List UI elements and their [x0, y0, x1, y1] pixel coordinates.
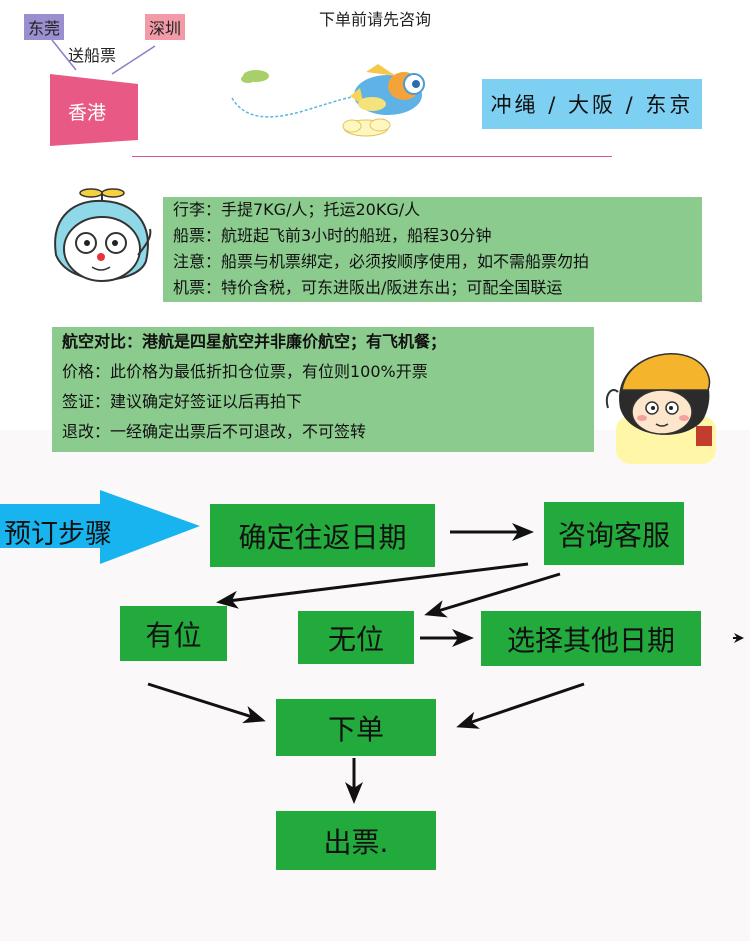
hongkong-label: 香港 — [68, 102, 107, 124]
cartoon-girl-illustration — [606, 353, 716, 464]
send-ticket-label: 送船票 — [68, 46, 117, 65]
arrow-available-to-order — [147, 682, 266, 724]
policy-info-box: 航空对比：港航是四星航空并非廉价航空；有飞机餐； 价格：此价格为最低折扣仓位票，… — [52, 327, 594, 452]
step-unavailable: 无位 — [298, 611, 414, 664]
info-line-airline-compare: 航空对比：港航是四星航空并非廉价航空；有飞机餐； — [62, 332, 447, 351]
connector-line-shenzhen — [111, 45, 156, 75]
step-available: 有位 — [120, 606, 227, 661]
bird-plane-icon — [350, 64, 425, 115]
flight-path — [231, 96, 353, 118]
info-line-notice: 注意：船票与机票绑定，必须按顺序使用，如不需船票勿拍 — [173, 252, 590, 271]
route-graphics — [50, 39, 425, 146]
destinations-text: 冲绳 / 大阪 / 东京 — [490, 93, 694, 117]
baggage-info-box: 行李：手提7KG/人；托运20KG/人 船票：航班起飞前3小时的船班，船程30分… — [163, 197, 702, 302]
info-line-visa: 签证：建议确定好签证以后再拍下 — [62, 392, 303, 411]
cartoon-cat-illustration — [54, 188, 152, 282]
section-divider — [132, 156, 612, 157]
cloud-icon-lower — [342, 118, 391, 137]
step-place-order-label: 下单 — [327, 712, 384, 746]
header-note: 下单前请先咨询 — [318, 10, 431, 29]
step-issue-ticket: 出票. — [276, 811, 436, 870]
steps-label: 预订步骤 — [4, 519, 112, 550]
step-choose-other-dates: 选择其他日期 — [481, 611, 701, 666]
arrow-choose-to-order — [456, 682, 585, 729]
arrow-consult-to-unavailable — [424, 572, 561, 618]
step-confirm-dates-label: 确定往返日期 — [238, 520, 407, 554]
info-line-ferry: 船票：航班起飞前3小时的船班，船程30分钟 — [173, 226, 492, 245]
step-confirm-dates: 确定往返日期 — [210, 504, 435, 567]
step-available-label: 有位 — [145, 618, 202, 652]
info-line-baggage: 行李：手提7KG/人；托运20KG/人 — [173, 200, 421, 219]
step-choose-other-dates-label: 选择其他日期 — [506, 623, 675, 657]
step-consult-service-label: 咨询客服 — [557, 518, 670, 552]
info-line-airfare: 机票：特价含税，可东进阪出/阪进东出；可配全国联运 — [173, 278, 563, 297]
steps-arrow-shape — [0, 490, 200, 564]
flow-arrows — [147, 523, 744, 804]
arrow-consult-to-available — [216, 562, 529, 609]
info-line-refund: 退改：一经确定出票后不可退改，不可签转 — [62, 422, 367, 441]
connector-line-dongguan — [51, 39, 77, 71]
step-place-order: 下单 — [276, 699, 436, 756]
step-consult-service: 咨询客服 — [544, 502, 684, 565]
step-issue-ticket-label: 出票. — [323, 825, 389, 859]
step-unavailable-label: 无位 — [327, 622, 384, 656]
tag-dongguan: 东莞 — [24, 14, 65, 40]
tag-shenzhen: 深圳 — [145, 14, 186, 40]
destinations-box: 冲绳 / 大阪 / 东京 — [482, 79, 702, 129]
info-line-price: 价格：此价格为最低折扣仓位票，有位则100%开票 — [62, 362, 428, 381]
hongkong-banner-shape — [50, 74, 138, 146]
